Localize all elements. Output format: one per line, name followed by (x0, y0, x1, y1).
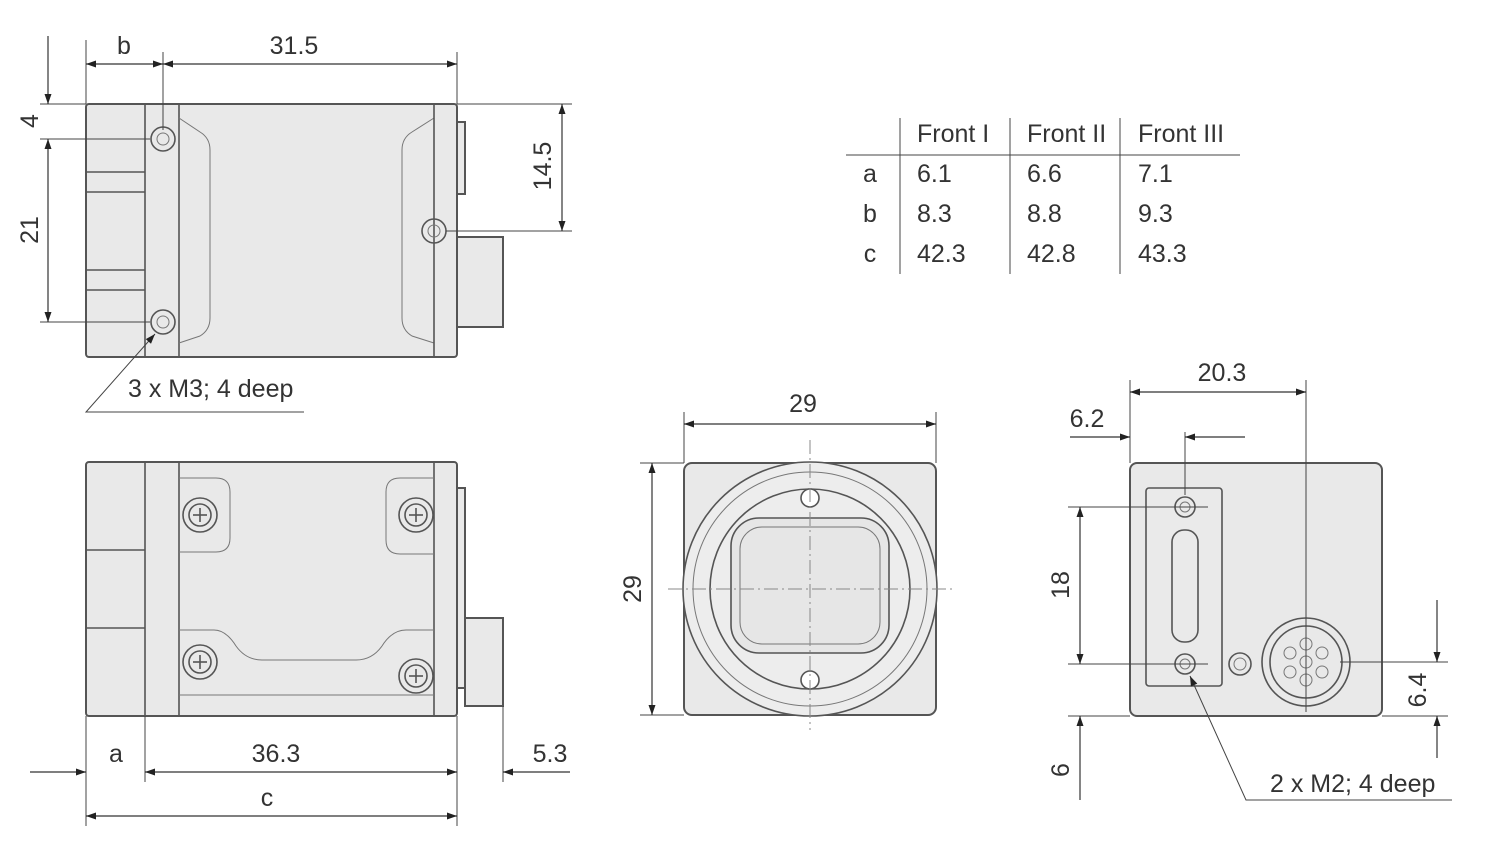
m3-thread-note: 3 x M3; 4 deep (128, 375, 293, 403)
bottom-view: a 36.3 5.3 c (30, 461, 570, 826)
dim-a-label: a (109, 740, 123, 768)
table-cell: 7.1 (1138, 160, 1173, 188)
dim-14-5-label: 14.5 (529, 142, 557, 191)
table-header-front-3: Front III (1138, 120, 1224, 148)
rear-view: 20.3 6.2 18 6 6.4 2 x M2; 4 deep (1047, 359, 1452, 801)
table-header-front-2: Front II (1027, 120, 1106, 148)
dim-4-label: 4 (16, 114, 44, 128)
dimension-table: Front I Front II Front III a 6.1 6.6 7.1… (846, 118, 1240, 274)
table-cell: 42.8 (1027, 240, 1076, 268)
screw-icon (182, 644, 218, 680)
screw-icon (398, 658, 434, 694)
top-view: b 31.5 4 21 14.5 3 x M3; 4 deep (16, 32, 572, 413)
table-row-label: c (864, 240, 877, 268)
table-cell: 6.6 (1027, 160, 1062, 188)
rear-width-label: 20.3 (1198, 359, 1247, 387)
rear-bottom-offset-label: 6 (1047, 763, 1075, 777)
table-cell: 6.1 (917, 160, 952, 188)
dim-c-label: c (261, 784, 274, 812)
dim-31-5-label: 31.5 (270, 32, 319, 60)
table-cell: 8.3 (917, 200, 952, 228)
rear-hole-spacing-label: 18 (1047, 571, 1075, 599)
front-height-label: 29 (619, 575, 647, 603)
rear-offset-label: 6.2 (1070, 405, 1105, 433)
table-cell: 9.3 (1138, 200, 1173, 228)
dim-21-label: 21 (16, 216, 44, 244)
screw-icon (182, 497, 218, 533)
led-icon (1228, 652, 1252, 676)
front-width-label: 29 (789, 390, 817, 418)
screw-icon (398, 497, 434, 533)
table-row-label: a (863, 160, 877, 188)
dim-b-label: b (117, 32, 131, 60)
table-cell: 42.3 (917, 240, 966, 268)
m2-thread-note: 2 x M2; 4 deep (1270, 770, 1435, 798)
table-header-front-1: Front I (917, 120, 989, 148)
mounting-hole-icon (150, 309, 176, 335)
table-row-label: b (863, 200, 877, 228)
front-view: 29 29 (619, 390, 955, 730)
bottom-view-body (85, 461, 458, 717)
table-cell: 43.3 (1138, 240, 1187, 268)
dim-36-3-label: 36.3 (252, 740, 301, 768)
table-cell: 8.8 (1027, 200, 1062, 228)
dim-5-3-label: 5.3 (533, 740, 568, 768)
rear-connector-height-label: 6.4 (1404, 673, 1432, 708)
top-view-body (85, 103, 458, 358)
